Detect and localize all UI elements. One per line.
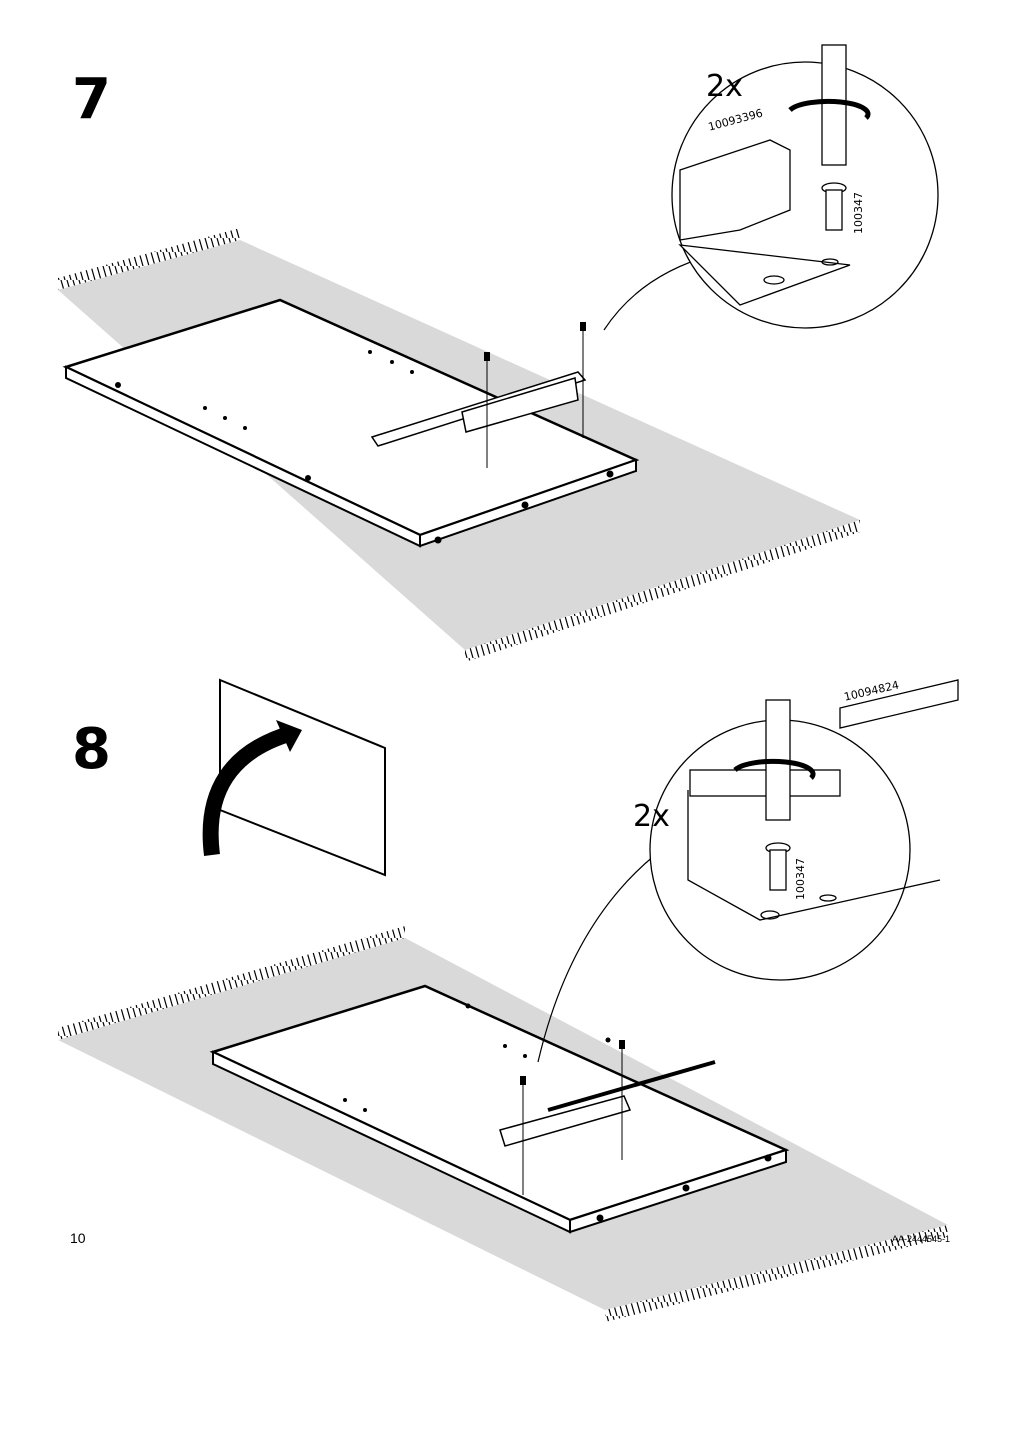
step-8-number: 8 — [72, 717, 111, 782]
step-7-panel — [62, 298, 640, 548]
step-7-quantity: 2x — [706, 69, 743, 104]
step-7-drawer-rail — [370, 322, 587, 468]
screw-icon — [821, 182, 847, 231]
rotate-arrow-icon — [202, 725, 295, 856]
step-7-number: 7 — [72, 67, 111, 132]
step-7-screw-part-number: 100347 — [852, 192, 865, 234]
document-code: AA-2444545-1 — [891, 1234, 950, 1244]
step-7-detail-circle — [671, 44, 939, 329]
screw-icon — [765, 842, 791, 891]
step-8-flip-panel — [202, 678, 386, 877]
rotate-arrow-icon — [788, 98, 871, 120]
rotate-arrow-icon — [733, 758, 816, 780]
step-8-callout-line — [537, 854, 656, 1063]
page-number: 10 — [70, 1230, 86, 1246]
step-8-drawer-rail — [499, 1040, 716, 1195]
step-8-panel — [209, 984, 790, 1234]
step-8-detail-circle — [649, 679, 959, 981]
step-8-screw-part-number: 100347 — [794, 858, 807, 900]
step-8-quantity: 2x — [633, 799, 670, 834]
screwdriver-icon — [821, 44, 847, 166]
